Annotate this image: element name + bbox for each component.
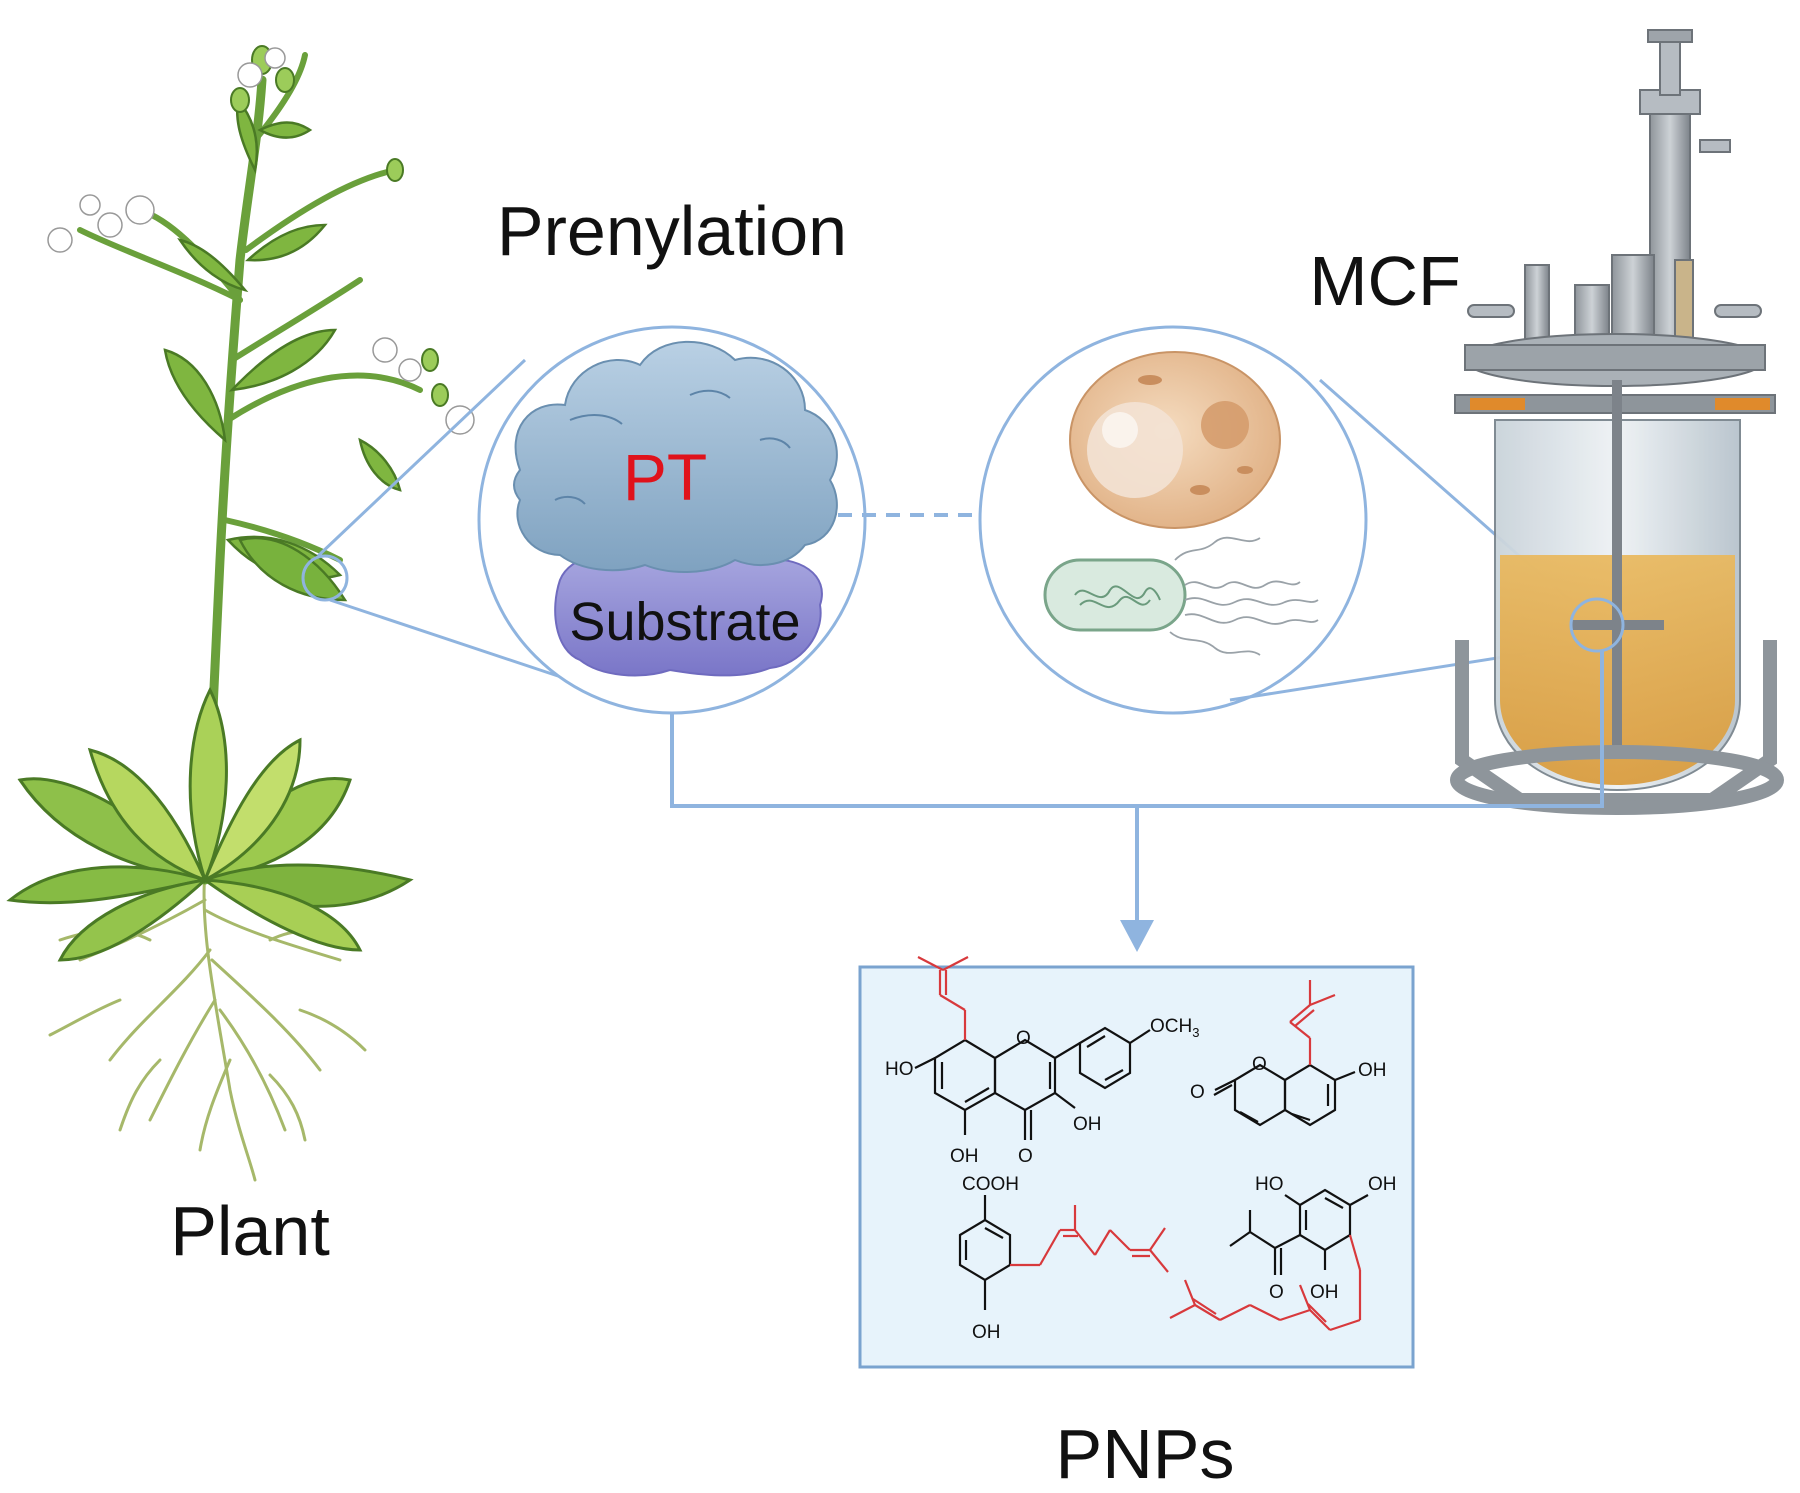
enzyme-zoom-circle: PT Substrate — [477, 325, 867, 715]
m2-oh-label: OH — [1358, 1060, 1387, 1081]
m4-oh-b-label: OH — [1310, 1282, 1339, 1303]
m4-ho-label: HO — [1255, 1174, 1284, 1195]
microbe-zoom-circle — [978, 325, 1368, 715]
bioreactor-illustration — [1450, 29, 1784, 815]
prenyl-chain-3 — [1010, 1205, 1169, 1273]
m3-cooh-label: COOH — [962, 1174, 1019, 1195]
prenyl-chain-4 — [1169, 1234, 1362, 1332]
m2-o-ring-label: O — [1252, 1054, 1267, 1075]
m1-o-keto-label: O — [1018, 1146, 1033, 1167]
pnps-structures-panel: OCH3 HO OH OH O O O O OH — [858, 956, 1415, 1369]
m1-ho-label: HO — [885, 1059, 914, 1080]
m2-o-carbonyl-label: O — [1190, 1082, 1205, 1103]
plant-label: Plant — [170, 1192, 330, 1270]
plant-roots — [48, 868, 367, 1182]
m1-o-ring-label: O — [1016, 1028, 1031, 1049]
m1-och3-label: OCH3 — [1150, 1016, 1199, 1040]
prenyl-chain-1 — [917, 956, 969, 1040]
m4-oh-a-label: OH — [1368, 1174, 1397, 1195]
plant-flowers — [47, 45, 475, 435]
pt-label: PT — [623, 440, 707, 514]
mcf-title: MCF — [1309, 242, 1461, 320]
pt-protein-shape — [513, 340, 838, 573]
connector-arrowhead — [1120, 920, 1154, 952]
m1-oh-a-label: OH — [950, 1146, 979, 1167]
substrate-label: Substrate — [569, 592, 800, 652]
plant-highlighted-leaf — [238, 536, 348, 602]
merge-connector — [670, 650, 1604, 920]
broth-magnifier-circle — [1569, 597, 1625, 653]
yeast-cell-icon — [1069, 351, 1281, 529]
molecule-prenyl-flavonol — [914, 1026, 1151, 1140]
m3-oh-label: OH — [972, 1322, 1001, 1343]
molecule-prenyl-acylphloroglucinol — [1229, 1188, 1369, 1275]
plant-rosette-leaves — [6, 686, 414, 962]
leaf-magnifier-circle — [301, 554, 349, 602]
prenylation-title: Prenylation — [497, 192, 847, 270]
bacterium-icon — [1043, 536, 1319, 656]
m4-o-label: O — [1269, 1282, 1284, 1303]
m1-oh-b-label: OH — [1073, 1114, 1102, 1135]
prenyl-chain-2 — [1289, 980, 1336, 1065]
plant-illustration — [6, 45, 475, 1182]
pnps-label: PNPs — [1056, 1415, 1235, 1493]
